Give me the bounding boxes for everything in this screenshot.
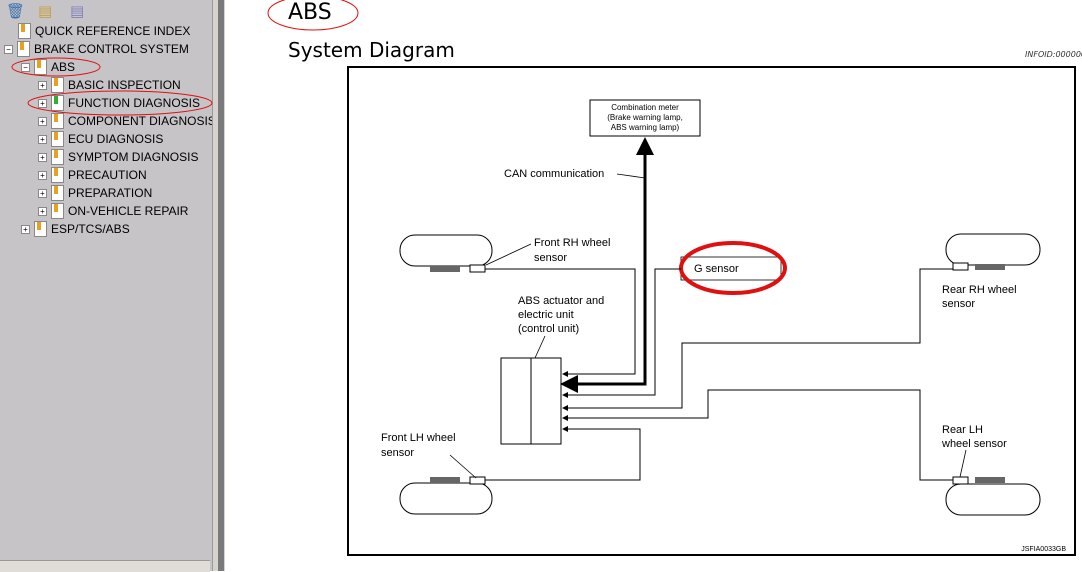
g-sensor-box: G sensor	[680, 256, 782, 281]
document-icon	[51, 203, 64, 219]
tree-item-esp-tcs-abs[interactable]: + ESP/TCS/ABS	[21, 220, 130, 238]
info-id: INFOID:000000	[1025, 50, 1082, 59]
figure-code: JSFIA0033GB	[1021, 546, 1066, 553]
tree-label: BASIC INSPECTION	[68, 78, 181, 92]
expand-icon[interactable]: +	[38, 188, 47, 198]
front-lh-wheel	[399, 482, 493, 515]
document-icon	[51, 77, 64, 93]
tree-label: ON-VEHICLE REPAIR	[68, 204, 189, 218]
panel-splitter[interactable]	[212, 0, 225, 571]
tree-item-quick-reference[interactable]: QUICK REFERENCE INDEX	[18, 22, 190, 40]
tree-label: SYMPTOM DIAGNOSIS	[68, 150, 199, 164]
tree-label: ABS	[51, 60, 76, 74]
tree-item-symptom-diagnosis[interactable]: + SYMPTOM DIAGNOSIS	[38, 148, 198, 166]
svg-text:Combination meter: Combination meter	[611, 103, 679, 112]
horizontal-scrollbar[interactable]	[0, 560, 210, 572]
tree-item-component-diagnosis[interactable]: + COMPONENT DIAGNOSIS	[38, 112, 216, 130]
expand-icon[interactable]: +	[38, 98, 47, 108]
diagram-frame	[347, 66, 1076, 556]
tree-label: FUNCTION DIAGNOSIS	[68, 96, 201, 110]
expand-icon[interactable]: +	[38, 206, 47, 216]
document-icon	[18, 23, 31, 39]
export-page-icon[interactable]: ▤	[70, 2, 85, 20]
rear-lh-label-1: Rear LH	[942, 424, 983, 436]
tree-label: QUICK REFERENCE INDEX	[35, 24, 191, 38]
expand-icon[interactable]: +	[38, 134, 47, 144]
front-lh-label-1: Front LH wheel	[381, 432, 456, 444]
tree-label: BRAKE CONTROL SYSTEM	[34, 42, 189, 56]
section-title: System Diagram	[288, 38, 455, 62]
document-icon	[51, 95, 64, 111]
document-icon	[51, 131, 64, 147]
combination-meter-box: Combination meter (Brake warning lamp, A…	[589, 99, 701, 137]
document-icon	[51, 167, 64, 183]
expand-icon[interactable]: +	[38, 152, 47, 162]
svg-text:(Brake warning lamp,: (Brake warning lamp,	[607, 113, 683, 122]
front-rh-label-2: sensor	[534, 252, 567, 264]
svg-text:ABS warning lamp): ABS warning lamp)	[611, 123, 680, 132]
tree-label: ESP/TCS/ABS	[51, 222, 130, 236]
abs-actuator-unit	[500, 357, 562, 445]
tree-item-ecu-diagnosis[interactable]: + ECU DIAGNOSIS	[38, 130, 163, 148]
tree-item-function-diagnosis[interactable]: + FUNCTION DIAGNOSIS	[38, 94, 200, 112]
expand-icon[interactable]: +	[38, 80, 47, 90]
document-icon	[17, 41, 30, 57]
tree: QUICK REFERENCE INDEX −BRAKE CONTROL SYS…	[0, 0, 216, 560]
rear-rh-wheel	[945, 233, 1041, 266]
highlight-circle-g-sensor	[679, 241, 787, 295]
tree-item-basic-inspection[interactable]: + BASIC INSPECTION	[38, 76, 181, 94]
tree-item-on-vehicle-repair[interactable]: + ON-VEHICLE REPAIR	[38, 202, 188, 220]
rear-lh-label-2: wheel sensor	[941, 438, 1007, 450]
can-label: CAN communication	[504, 168, 604, 180]
expand-icon[interactable]: +	[38, 170, 47, 180]
expand-icon[interactable]: +	[38, 116, 47, 126]
front-lh-label-2: sensor	[381, 447, 414, 459]
rear-rh-label-1: Rear RH wheel	[942, 284, 1017, 296]
document-icon	[34, 221, 47, 237]
svg-text:G sensor: G sensor	[694, 263, 739, 275]
document-icon	[51, 113, 64, 129]
document-icon	[34, 59, 47, 75]
abs-unit-label-2: electric unit	[518, 309, 574, 321]
abs-unit-label-1: ABS actuator and	[518, 295, 604, 307]
navigation-tree-panel: 🗑 ▤ ▤ QUICK REFERENCE INDEX −BRAKE CONTR…	[0, 0, 216, 572]
expand-icon[interactable]: +	[21, 224, 30, 234]
tree-item-preparation[interactable]: + PREPARATION	[38, 184, 152, 202]
front-rh-wheel	[399, 234, 493, 267]
tree-label: ECU DIAGNOSIS	[68, 132, 164, 146]
tree-item-abs[interactable]: − ABS	[21, 58, 75, 76]
abs-unit-label-3: (control unit)	[518, 323, 579, 335]
tree-item-precaution[interactable]: + PRECAUTION	[38, 166, 147, 184]
tree-item-brake-control[interactable]: − BRAKE CONTROL SYSTEM	[4, 40, 189, 58]
tree-label: COMPONENT DIAGNOSIS	[68, 114, 216, 128]
add-page-icon[interactable]: ▤	[38, 2, 53, 20]
collapse-icon[interactable]: −	[4, 44, 13, 54]
trash-icon[interactable]: 🗑	[6, 2, 26, 20]
front-rh-label-1: Front RH wheel	[534, 237, 610, 249]
rear-lh-wheel	[945, 483, 1041, 516]
wheels	[399, 233, 1041, 516]
page-title: ABS	[288, 0, 332, 25]
rear-rh-label-2: sensor	[942, 298, 975, 310]
collapse-icon[interactable]: −	[21, 62, 30, 72]
document-icon	[51, 149, 64, 165]
tree-label: PREPARATION	[68, 186, 153, 200]
document-icon	[51, 185, 64, 201]
tree-label: PRECAUTION	[68, 168, 147, 182]
signal-lines	[485, 137, 953, 481]
